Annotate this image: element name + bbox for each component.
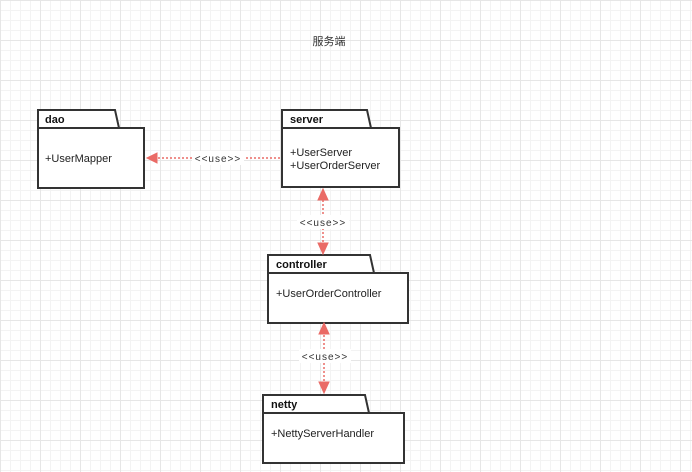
package-server[interactable]: server +UserServer +UserOrderServer <box>281 109 400 188</box>
package-item: +NettyServerHandler <box>271 428 374 440</box>
arrow-head-icon <box>318 381 330 395</box>
diagram-title: 服务端 <box>313 35 346 48</box>
package-item: +UserOrderController <box>276 288 382 300</box>
arrow-head-icon <box>145 152 158 164</box>
package-name: controller <box>276 259 327 271</box>
package-body <box>262 412 405 464</box>
dependency-label: <<use>> <box>302 352 348 363</box>
package-name: dao <box>45 114 65 126</box>
dependency-controller-server[interactable]: <<use>> <box>297 187 349 256</box>
dependency-label: <<use>> <box>300 218 346 229</box>
dependency-label-background <box>192 151 244 165</box>
package-body <box>37 127 145 189</box>
arrow-head-icon <box>317 242 329 256</box>
package-item: +UserServer <box>290 147 352 159</box>
package-body <box>281 127 400 188</box>
package-controller[interactable]: controller +UserOrderController <box>267 254 409 324</box>
dependency-server-dao[interactable]: <<use>> <box>145 151 280 165</box>
package-name: server <box>290 114 324 126</box>
dependency-netty-controller[interactable]: <<use>> <box>299 321 351 395</box>
dependency-label-background <box>299 349 351 363</box>
package-name: netty <box>271 399 298 411</box>
package-body <box>267 272 409 324</box>
package-item: +UserMapper <box>45 153 112 165</box>
arrow-head-icon <box>318 321 330 335</box>
package-item: +UserOrderServer <box>290 160 381 172</box>
dependency-label: <<use>> <box>195 154 241 165</box>
dependency-label-background <box>297 215 349 229</box>
arrow-head-icon <box>317 187 329 201</box>
package-dao[interactable]: dao +UserMapper <box>37 109 145 189</box>
package-netty[interactable]: netty +NettyServerHandler <box>262 394 405 464</box>
